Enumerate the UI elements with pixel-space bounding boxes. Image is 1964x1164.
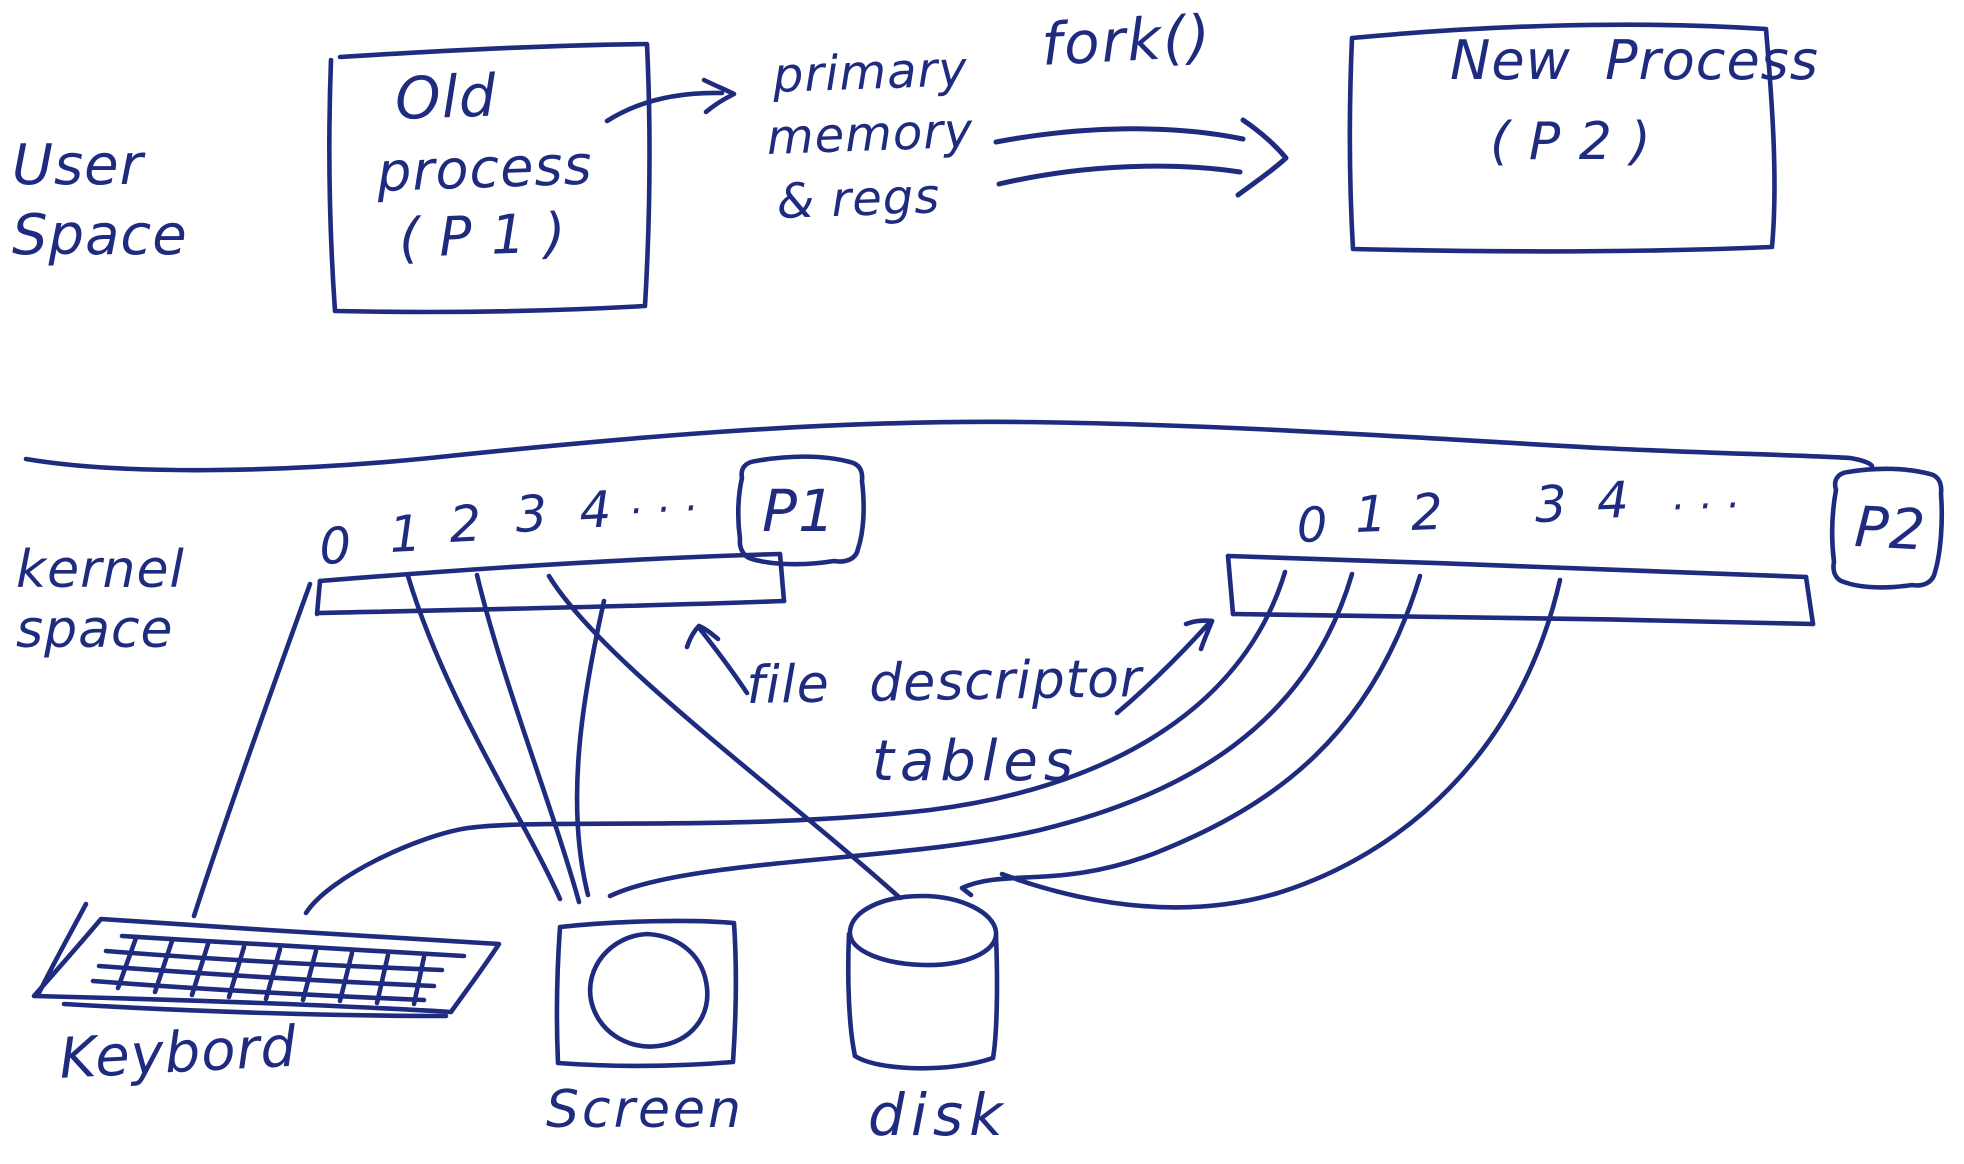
p2-connection-lines [303,569,1563,916]
p1-index-0: 0 [317,516,354,576]
p1-index-2: 2 [447,494,484,554]
old-process-box [327,41,652,315]
disk-label: disk [868,1081,1009,1149]
user-space-line2: Space [12,203,188,268]
keyboard-label: Keybord [57,1014,299,1092]
screen-drawing [554,918,739,1069]
p2-index-4: 4 [1595,470,1631,530]
p1-connection-lines [191,572,903,919]
new-process-label-line2: ( P 2 ) [1490,112,1652,172]
kernel-space-line1: kernel [16,540,185,600]
old-process-label-line3: ( P 1 ) [397,201,568,270]
fd-caption-line1: file descriptor [745,649,1143,716]
screen-label: Screen [546,1080,744,1140]
memory-arrow [604,77,737,124]
new-process-label-line1: New Process [1450,29,1819,92]
fork-label: fork() [1039,2,1214,79]
ink-layer [23,22,1945,1071]
p1-index-3: 3 [513,484,550,544]
kernel-space-line2: space [16,600,174,660]
p2-fd-table [1225,553,1816,627]
p1-index-dots: · · · [627,485,699,535]
memory-note-line3: & regs [775,168,942,230]
user-space-line1: User [12,133,144,198]
p2-index-3: 3 [1533,474,1569,534]
new-process-box [1347,22,1777,254]
p2-tag-label: P2 [1852,495,1928,564]
old-process-label-line2: process [375,133,594,204]
fd-caption-arrow-p2 [1114,618,1215,716]
p1-index-4: 4 [577,480,614,540]
kernel-space-label: kernel space [16,544,185,656]
old-process-label-line1: Old [393,61,498,133]
user-space-label: User Space [12,138,188,264]
divider-line [23,419,1875,473]
p1-index-1: 1 [387,504,424,564]
p2-index-1: 1 [1353,484,1389,544]
keyboard-drawing [31,901,502,1019]
p1-tag-label: P1 [762,477,836,545]
p2-tag-box [1829,466,1945,590]
fd-caption-line2: tables [872,729,1080,794]
p2-index-2: 2 [1409,482,1445,542]
memory-note-line2: memory [765,102,975,166]
p2-index-0: 0 [1295,496,1330,554]
p2-index-dots: · · · [1669,482,1741,531]
disk-drawing [845,893,1000,1071]
fork-arrow [993,117,1289,198]
fd-caption-arrow-p1 [684,623,750,696]
memory-note-line1: primary [771,41,969,104]
p1-fd-table [314,551,787,617]
p1-tag-box [735,454,866,567]
